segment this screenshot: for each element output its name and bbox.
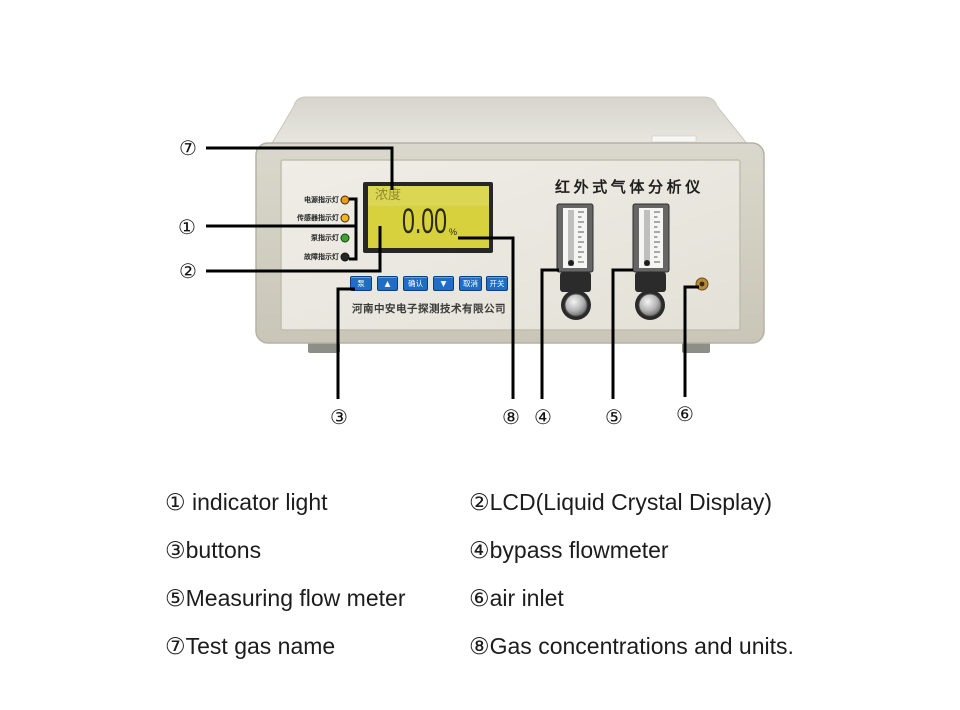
legend-item-test-gas-name: ⑦Test gas name <box>165 633 336 659</box>
flowmeter-valve-body <box>635 272 666 292</box>
sensor-indicator-led <box>340 213 350 223</box>
flowmeter-scale-ticks <box>578 211 584 263</box>
flowmeter-scale-strip <box>568 210 574 266</box>
legend-item-gas-concentration: ⑧Gas concentrations and units. <box>469 633 794 659</box>
air-inlet-bore <box>699 281 705 287</box>
lcd-gas-name: 浓度 <box>375 188 402 203</box>
callout-7: ⑦ <box>179 136 197 160</box>
flowmeter-scale-ticks <box>654 211 660 263</box>
flowmeter-knob-face <box>638 293 662 317</box>
up-button: ▲ <box>377 276 398 291</box>
callout-8: ⑧ <box>502 405 520 429</box>
confirm-button: 确认 <box>403 276 428 291</box>
flowmeter-glass-tube <box>639 208 663 268</box>
callout-line-7 <box>206 146 394 190</box>
flowmeter-valve-body <box>560 272 591 292</box>
pump-button: 泵 <box>350 276 372 291</box>
measuring-flowmeter <box>632 203 670 320</box>
callout-line-2 <box>206 226 382 273</box>
callout-line-6 <box>683 285 699 397</box>
top-label-sticker <box>651 135 697 143</box>
callout-6: ⑥ <box>676 402 694 426</box>
pump-indicator-led <box>340 233 350 243</box>
company-name: 河南中安电子探测技术有限公司 <box>352 303 506 315</box>
callout-2: ② <box>179 259 197 283</box>
legend-item-lcd: ②LCD(Liquid Crystal Display) <box>469 489 773 515</box>
legend-item-bypass-flowmeter: ④bypass flowmeter <box>469 537 669 563</box>
bypass-flowmeter <box>556 203 594 320</box>
callout-1: ① <box>178 215 196 239</box>
lcd-glare <box>368 186 489 206</box>
legend-item-air-inlet: ⑥air inlet <box>469 585 564 611</box>
indicator-label-pump: 泵指示灯 <box>311 234 339 242</box>
legend-item-buttons: ③buttons <box>165 537 262 563</box>
flowmeter-knob-face <box>564 293 588 317</box>
callout-line-4 <box>540 268 559 399</box>
lcd-concentration-value: 0.00 <box>402 202 447 241</box>
cancel-button: 取消 <box>459 276 482 291</box>
callout-5: ⑤ <box>605 405 623 429</box>
legend-item-measuring-flowmeter: ⑤Measuring flow meter <box>165 585 406 611</box>
flowmeter-scale-strip <box>644 210 650 266</box>
legend-item-indicator-light: ① indicator light <box>165 489 328 515</box>
lcd-unit: % <box>449 227 458 237</box>
device-title: 红外式气体分析仪 <box>555 178 704 196</box>
callout-4: ④ <box>534 405 552 429</box>
down-button: ▼ <box>433 276 454 291</box>
callout-3: ③ <box>330 405 348 429</box>
indicator-label-power: 电源指示灯 <box>304 196 339 204</box>
flowmeter-float <box>568 260 574 266</box>
flowmeter-glass-tube <box>563 208 587 268</box>
indicator-label-fault: 故障指示灯 <box>304 253 339 261</box>
power-switch-button: 开关 <box>486 276 508 291</box>
flowmeter-float <box>644 260 650 266</box>
callout-line-5 <box>611 268 633 399</box>
fault-indicator-led <box>340 252 350 262</box>
callout-bracket-1 <box>349 197 358 261</box>
callout-line-3 <box>336 287 355 399</box>
callout-line-8 <box>458 236 515 399</box>
device-top-face <box>267 96 754 151</box>
indicator-label-sensor: 传感器指示灯 <box>297 214 339 222</box>
